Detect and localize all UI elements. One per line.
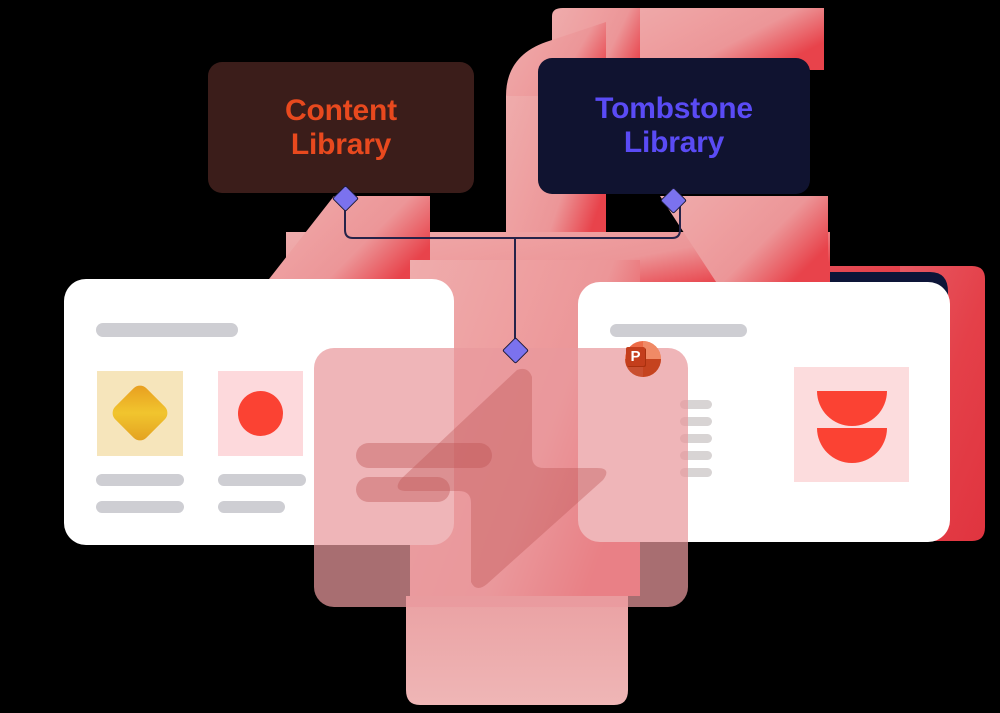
left-card-caption-bar: [96, 501, 184, 513]
connector-lines: [344, 200, 681, 348]
speed-line: [356, 477, 450, 502]
tombstone-library-label-line2: Library: [623, 126, 725, 159]
right-card-text-line: [680, 434, 712, 443]
powerpoint-letter: P: [630, 348, 640, 365]
left-card-caption-bar: [96, 474, 184, 486]
left-card-thumbnail-circle: [218, 371, 303, 456]
powerpoint-file-icon: P: [625, 341, 661, 377]
dome-shape-icon: [817, 428, 887, 463]
tombstone-library-label-line1: Tombstone: [595, 92, 753, 126]
dome-shape-icon: [817, 391, 887, 426]
circle-shape-icon: [238, 391, 283, 436]
left-card-thumbnail-diamond: [97, 371, 183, 456]
right-card-logo-tile: [794, 367, 909, 482]
left-card-caption-bar: [218, 474, 306, 486]
diamond-shape-icon: [108, 381, 172, 445]
right-card-title-bar: [610, 324, 747, 337]
left-card-title-bar: [96, 323, 238, 337]
right-card-text-line: [680, 417, 712, 426]
left-card-caption-bar: [218, 501, 285, 513]
content-library-label-line1: Content: [285, 93, 397, 127]
right-card-text-line: [680, 400, 712, 409]
tombstone-library-node[interactable]: Tombstone Library: [538, 58, 810, 194]
content-library-node[interactable]: Content Library: [208, 62, 474, 193]
lightning-bolt-icon: [397, 368, 607, 589]
right-card-text-line: [680, 451, 712, 460]
content-library-label-line2: Library: [290, 127, 392, 161]
speed-bolt-overlay-card[interactable]: [314, 348, 688, 607]
right-card-text-line: [680, 468, 712, 477]
speed-line: [356, 443, 492, 468]
